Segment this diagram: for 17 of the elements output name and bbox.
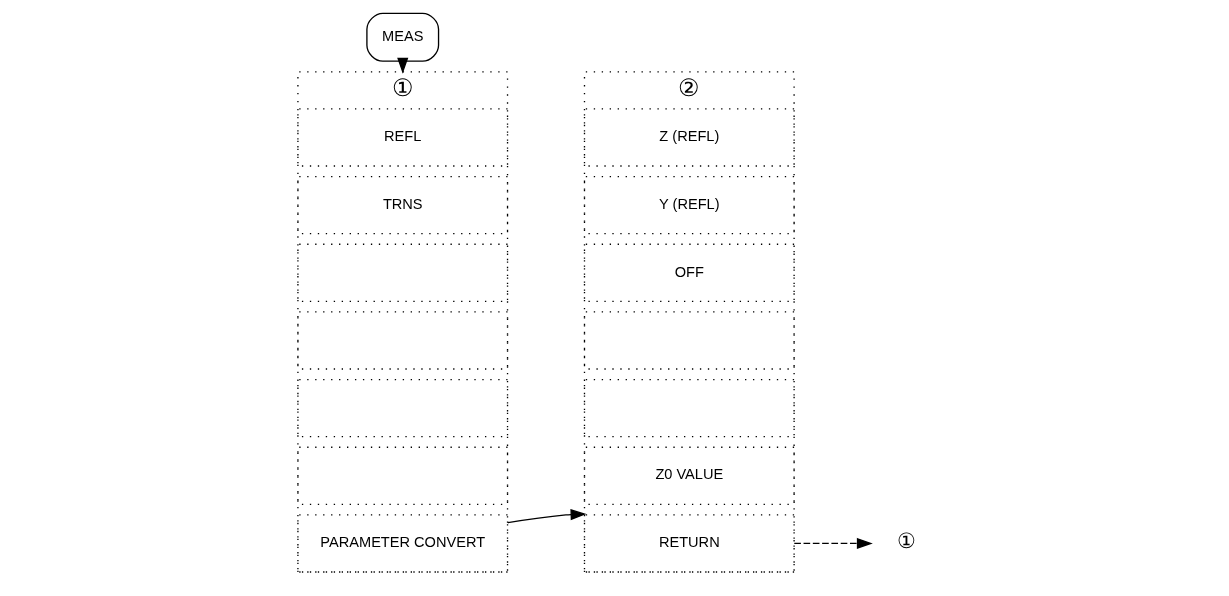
node-box	[296, 446, 508, 505]
node-box: Z0 VALUE	[583, 446, 795, 505]
node-box	[296, 311, 508, 370]
node-box: Y (REFL)	[583, 175, 795, 235]
node-box: Z (REFL)	[583, 108, 795, 167]
node-box	[296, 378, 508, 438]
node-box	[296, 243, 508, 302]
node-box	[583, 311, 795, 370]
node-box: RETURN	[583, 514, 795, 573]
node-box: PARAMETER CONVERT	[296, 514, 508, 573]
node-text: ①	[896, 529, 916, 553]
node-box: REFL	[296, 108, 508, 167]
arrow	[506, 509, 586, 524]
node-box	[583, 378, 795, 438]
node-box: TRNS	[296, 175, 508, 235]
node-box: OFF	[583, 243, 795, 302]
arrow	[793, 537, 873, 549]
